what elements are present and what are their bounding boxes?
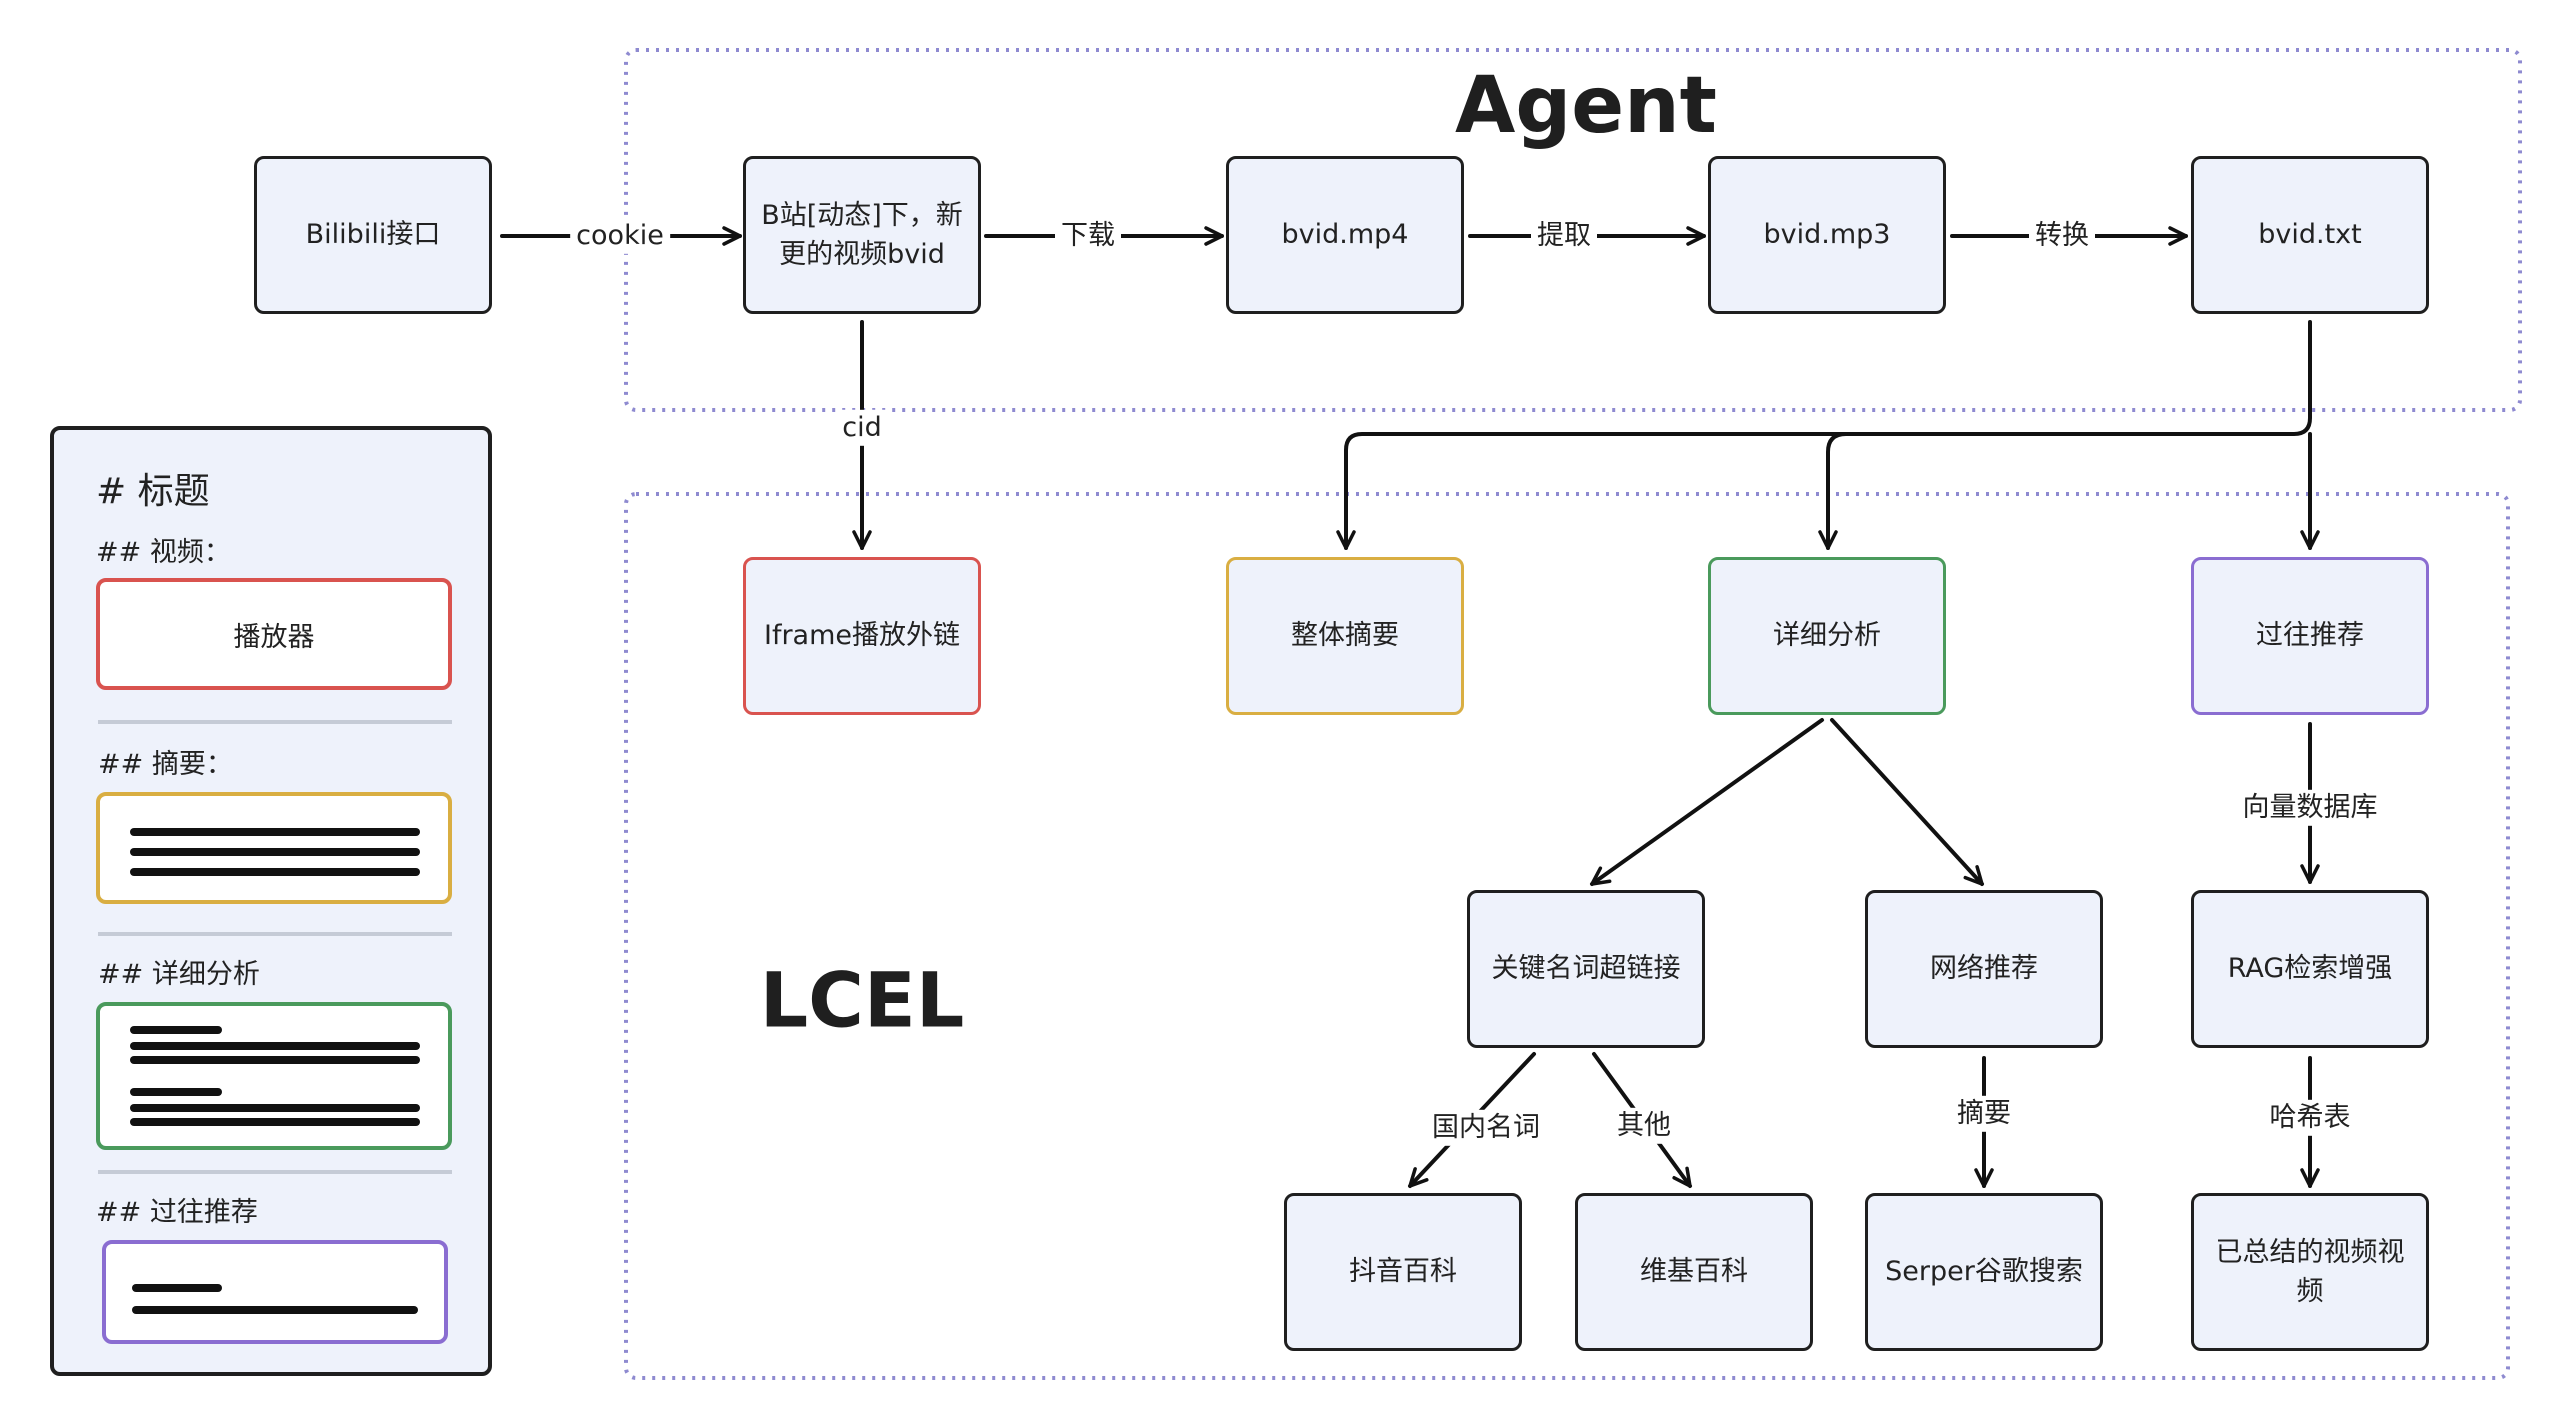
edge-label-vector-db: 向量数据库 (2236, 789, 2384, 827)
legend-player-box: 播放器 (96, 578, 452, 690)
node-mp4: bvid.mp4 (1226, 156, 1464, 314)
edge-label-abstract: 摘要 (1951, 1095, 2017, 1133)
edge-label-extract: 提取 (1531, 217, 1597, 255)
edge-detail-web (1830, 718, 1984, 886)
node-douyin: 抖音百科 (1284, 1193, 1522, 1351)
legend-heading: # 标题 (96, 471, 210, 512)
node-web-recommend: 网络推荐 (1865, 890, 2103, 1048)
edge-label-convert: 转换 (2029, 217, 2095, 255)
edge-label-download: 下载 (1055, 217, 1121, 255)
legend-summary-box (96, 792, 452, 904)
node-txt: bvid.txt (2191, 156, 2429, 314)
node-bvid: B站[动态]下，新更的视频bvid (743, 156, 981, 314)
node-wiki: 维基百科 (1575, 1193, 1813, 1351)
legend-detail-heading: ## 详细分析 (98, 959, 260, 990)
agent-group-frame (624, 48, 2522, 412)
legend-text-bar (130, 1026, 222, 1034)
node-bilibili-api: Bilibili接口 (254, 156, 492, 314)
legend-text-bar (130, 1104, 420, 1112)
legend-divider (98, 720, 452, 724)
edge-label-cid: cid (836, 409, 888, 447)
edge-txt-summary (1336, 320, 2312, 550)
legend-text-bar (132, 1306, 418, 1314)
edge-label-cookie: cookie (570, 217, 670, 255)
edge-detail-keyword (1590, 718, 1824, 886)
edge-label-other: 其他 (1611, 1107, 1677, 1145)
legend-divider (98, 1170, 452, 1174)
legend-divider (98, 932, 452, 936)
lcel-title: LCEL (759, 955, 965, 1045)
lcel-group-frame (624, 492, 2510, 1380)
legend-recommend-heading: ## 过往推荐 (96, 1197, 258, 1228)
legend-text-bar (130, 1088, 222, 1096)
legend-text-bar (130, 1042, 420, 1050)
node-detail: 详细分析 (1708, 557, 1946, 715)
legend-video-heading: ## 视频： (96, 537, 231, 568)
legend-text-bar (130, 828, 420, 836)
node-iframe: Iframe播放外链 (743, 557, 981, 715)
legend-text-bar (130, 848, 420, 856)
edge-label-domestic: 国内名词 (1426, 1109, 1546, 1147)
agent-title: Agent (1455, 61, 1717, 151)
legend-recommend-box (102, 1240, 448, 1344)
edge-label-hash: 哈希表 (2263, 1099, 2357, 1137)
node-rag: RAG检索增强 (2191, 890, 2429, 1048)
node-keyword-link: 关键名词超链接 (1467, 890, 1705, 1048)
legend-text-bar (130, 1056, 420, 1064)
legend-detail-box (96, 1002, 452, 1150)
node-mp3: bvid.mp3 (1708, 156, 1946, 314)
node-summary: 整体摘要 (1226, 557, 1464, 715)
node-summarized: 已总结的视频视频 (2191, 1193, 2429, 1351)
edge-txt-detail (1818, 432, 1848, 550)
legend-text-bar (130, 1118, 420, 1126)
node-serper: Serper谷歌搜索 (1865, 1193, 2103, 1351)
legend-summary-heading: ## 摘要： (98, 749, 233, 780)
legend-panel: # 标题 ## 视频： 播放器 ## 摘要： ## 详细分析 ## 过往推荐 (50, 426, 492, 1376)
node-recommend: 过往推荐 (2191, 557, 2429, 715)
legend-player-label: 播放器 (233, 621, 315, 653)
legend-text-bar (130, 868, 420, 876)
legend-text-bar (132, 1284, 222, 1292)
